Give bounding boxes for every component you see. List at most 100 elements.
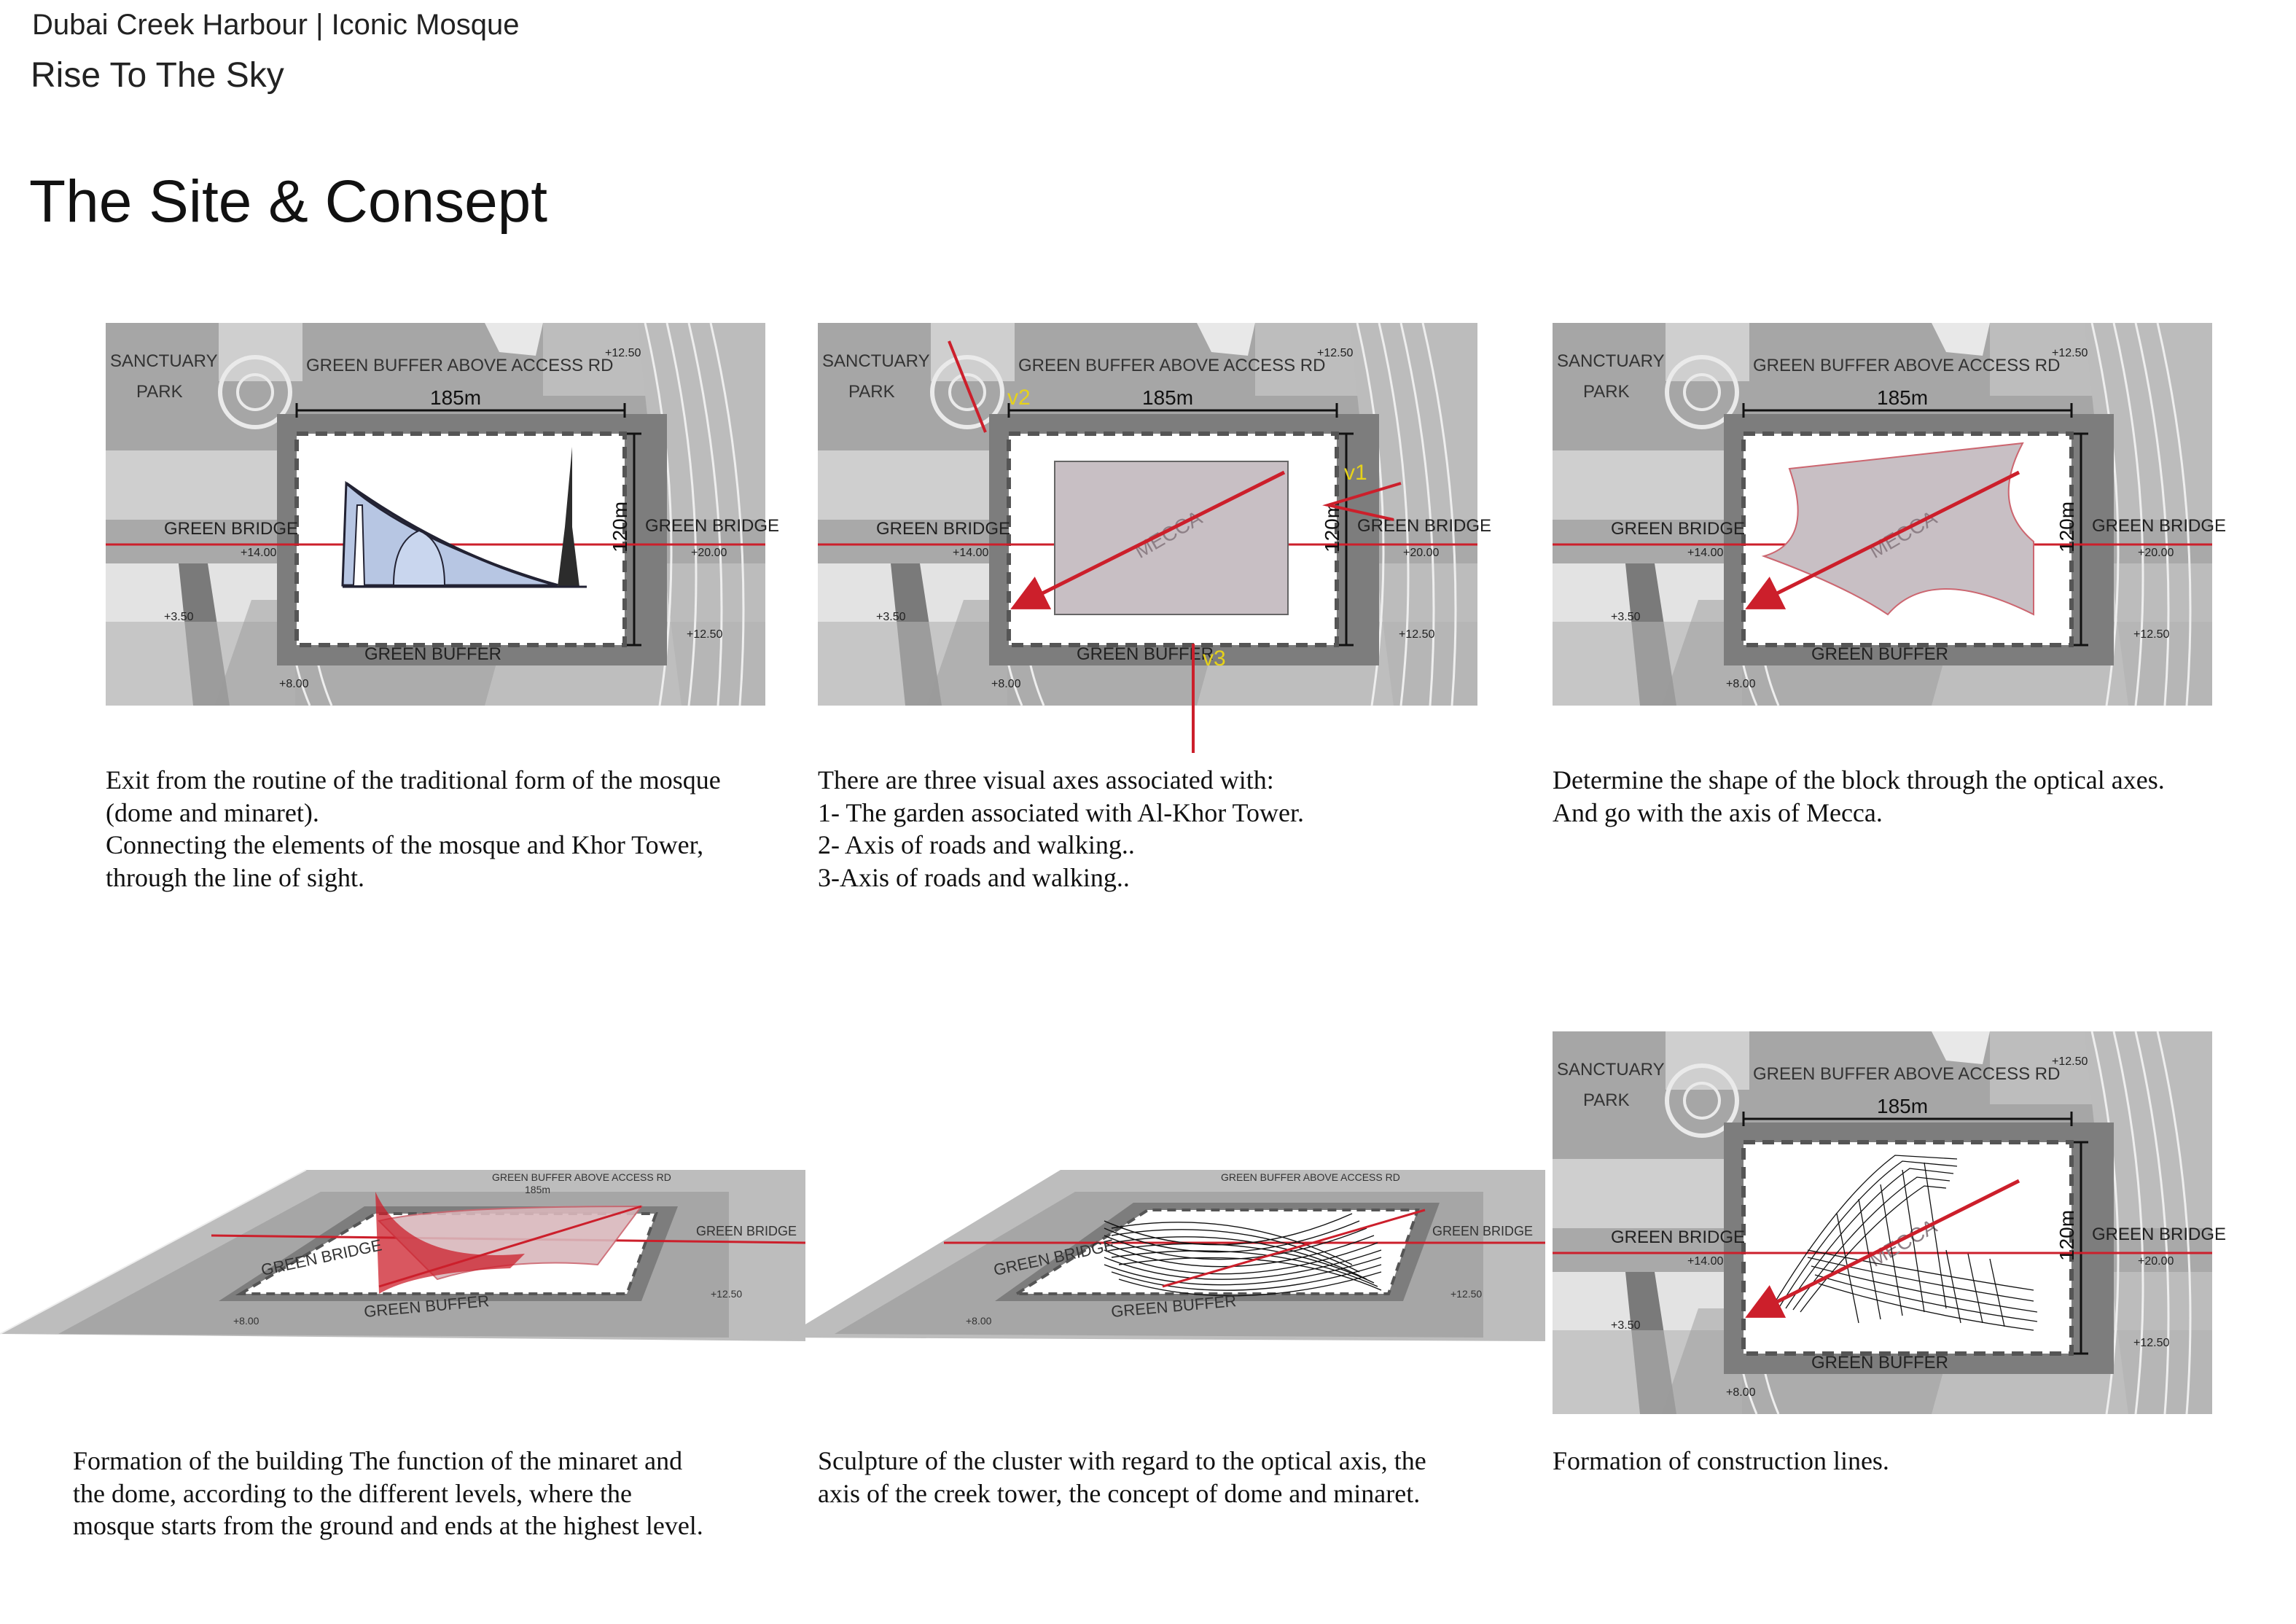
caption-line: Formation of the building The function o…: [73, 1446, 683, 1475]
label-green-bridge-right: GREEN BRIDGE: [2092, 516, 2226, 536]
label-park: PARK: [848, 382, 895, 402]
label-green-bridge-left: GREEN BRIDGE: [876, 519, 1010, 539]
label-green-bridge-left: GREEN BRIDGE: [1611, 519, 1745, 539]
mecca-block: [1054, 461, 1289, 615]
wireframe-construction: [1770, 1155, 2038, 1331]
label-v2: v2: [1007, 386, 1031, 410]
caption-line: 2- Axis of roads and walking..: [818, 830, 1135, 859]
dim-width: 185m: [1142, 386, 1193, 409]
label-green-buffer: GREEN BUFFER: [1077, 644, 1214, 664]
label-green-bridge-right: GREEN BRIDGE: [2092, 1225, 2226, 1244]
block-shape: [1761, 442, 2034, 616]
level-right: +20.00: [2138, 547, 2174, 559]
project-title: Dubai Creek Harbour | Iconic Mosque: [32, 9, 520, 41]
label-sanctuary: SANCTUARY: [1557, 351, 1665, 371]
label-green-buffer: GREEN BUFFER: [1811, 1353, 1948, 1373]
label-green-bridge-right: GREEN BRIDGE: [696, 1224, 797, 1238]
caption-visual-axes: There are three visual axes associated w…: [818, 764, 1304, 894]
level-low: +3.50: [1611, 611, 1641, 623]
label-green-buffer: GREEN BUFFER: [364, 644, 501, 664]
level-right: +20.00: [691, 547, 727, 559]
label-green-buffer-top: GREEN BUFFER ABOVE ACCESS RD: [1753, 356, 2060, 375]
caption-line: 3-Axis of roads and walking..: [818, 862, 1130, 892]
mecca-axis-arrow: [1010, 470, 1286, 609]
caption-line: There are three visual axes associated w…: [818, 765, 1274, 795]
dim-width: 185m: [1877, 386, 1928, 409]
label-green-bridge-right: GREEN BRIDGE: [1432, 1224, 1533, 1238]
label-green-buffer-top: GREEN BUFFER ABOVE ACCESS RD: [1221, 1171, 1400, 1183]
caption-construction-lines: Formation of construction lines.: [1553, 1445, 1889, 1477]
level-bottom: +8.00: [233, 1315, 259, 1327]
level-left: +14.00: [1687, 1255, 1723, 1268]
axis-v2-line: [948, 340, 987, 433]
label-green-bridge-left: GREEN BRIDGE: [1611, 1227, 1745, 1247]
caption-block-shape: Determine the shape of the block through…: [1553, 764, 2165, 829]
label-sanctuary: SANCTUARY: [110, 351, 218, 371]
page-title: The Site & Consept: [29, 168, 548, 235]
label-park: PARK: [1583, 1090, 1630, 1110]
level-bottom-right: +12.50: [687, 628, 722, 641]
site-plan-block-shape: SANCTUARY PARK GREEN BUFFER ABOVE ACCESS…: [1553, 323, 2226, 706]
level-low: +3.50: [876, 611, 906, 623]
level-bottom: +8.00: [279, 678, 309, 690]
caption-line: through the line of sight.: [106, 862, 364, 892]
level-bottom: +8.00: [1726, 1386, 1756, 1399]
label-green-buffer: GREEN BUFFER: [1811, 644, 1948, 664]
site-plan-construction-lines: SANCTUARY PARK GREEN BUFFER ABOVE ACCESS…: [1553, 1031, 2226, 1414]
label-green-buffer-top: GREEN BUFFER ABOVE ACCESS RD: [306, 356, 613, 375]
caption-line: axis of the creek tower, the concept of …: [818, 1478, 1421, 1508]
perspective-minaret-dome: GREEN BRIDGE GREEN BRIDGE GREEN BUFFER G…: [0, 1169, 806, 1341]
level-low: +3.50: [1611, 1319, 1641, 1332]
label-park: PARK: [136, 382, 183, 402]
level-top: +12.50: [2052, 1055, 2088, 1068]
dim-width: 185m: [430, 386, 481, 409]
caption-line: Exit from the routine of the traditional…: [106, 765, 721, 795]
label-v3: v3: [1203, 647, 1226, 671]
level-bottom-right: +12.50: [2133, 628, 2169, 641]
caption-line: Determine the shape of the block through…: [1553, 765, 2165, 795]
label-green-bridge-left: GREEN BRIDGE: [164, 519, 298, 539]
level-bottom: +8.00: [991, 678, 1021, 690]
mecca-axis-arrow: [1745, 470, 2020, 609]
dim-height: 120m: [609, 501, 631, 553]
caption-sculpture: Sculpture of the cluster with regard to …: [818, 1445, 1426, 1510]
label-green-bridge-right: GREEN BRIDGE: [1357, 516, 1491, 536]
label-green-bridge-right: GREEN BRIDGE: [645, 516, 779, 536]
site-plan-dome-minaret: SANCTUARY PARK GREEN BUFFER ABOVE ACCESS…: [106, 323, 779, 706]
level-bottom-right: +12.50: [2133, 1337, 2169, 1349]
level-right: +20.00: [1403, 547, 1439, 559]
dim-height: 120m: [1321, 501, 1343, 553]
caption-line: the dome, according to the different lev…: [73, 1478, 633, 1508]
caption-traditional-form: Exit from the routine of the traditional…: [106, 764, 721, 894]
label-park: PARK: [1583, 382, 1630, 402]
tagline: Rise To The Sky: [31, 56, 284, 95]
axis-v1-line: [1322, 482, 1402, 521]
level-bottom-right: +12.50: [1399, 628, 1434, 641]
site-plan-visual-axes: SANCTUARY PARK GREEN BUFFER ABOVE ACCESS…: [818, 323, 1491, 753]
caption-formation: Formation of the building The function o…: [73, 1445, 703, 1542]
label-v1: v1: [1344, 461, 1367, 485]
dim-width: 185m: [1877, 1095, 1928, 1117]
level-low: +3.50: [164, 611, 194, 623]
level-bottom: +8.00: [966, 1315, 992, 1327]
label-sanctuary: SANCTUARY: [822, 351, 930, 371]
caption-line: Formation of construction lines.: [1553, 1446, 1889, 1475]
level-right: +20.00: [2138, 1255, 2174, 1268]
level-bottom-right: +12.50: [711, 1288, 742, 1300]
dim-height: 120m: [2055, 1210, 2078, 1261]
mecca-axis-arrow: [1745, 1179, 2020, 1318]
mosque-elevation-sketch: [341, 447, 587, 588]
caption-line: Connecting the elements of the mosque an…: [106, 830, 704, 859]
label-sanctuary: SANCTUARY: [1557, 1060, 1665, 1080]
caption-line: Sculpture of the cluster with regard to …: [818, 1446, 1426, 1475]
perspective-sculpture: GREEN BRIDGE GREEN BRIDGE GREEN BUFFER G…: [784, 1170, 1545, 1341]
dim-width: 185m: [525, 1184, 550, 1195]
level-top: +12.50: [2052, 347, 2088, 359]
dim-height: 120m: [2055, 501, 2078, 553]
level-bottom-right: +12.50: [1450, 1288, 1482, 1300]
level-bottom: +8.00: [1726, 678, 1756, 690]
level-top: +12.50: [1317, 347, 1353, 359]
caption-line: 1- The garden associated with Al-Khor To…: [818, 797, 1304, 827]
label-green-buffer-top: GREEN BUFFER ABOVE ACCESS RD: [492, 1171, 671, 1183]
label-green-buffer-top: GREEN BUFFER ABOVE ACCESS RD: [1753, 1064, 2060, 1084]
